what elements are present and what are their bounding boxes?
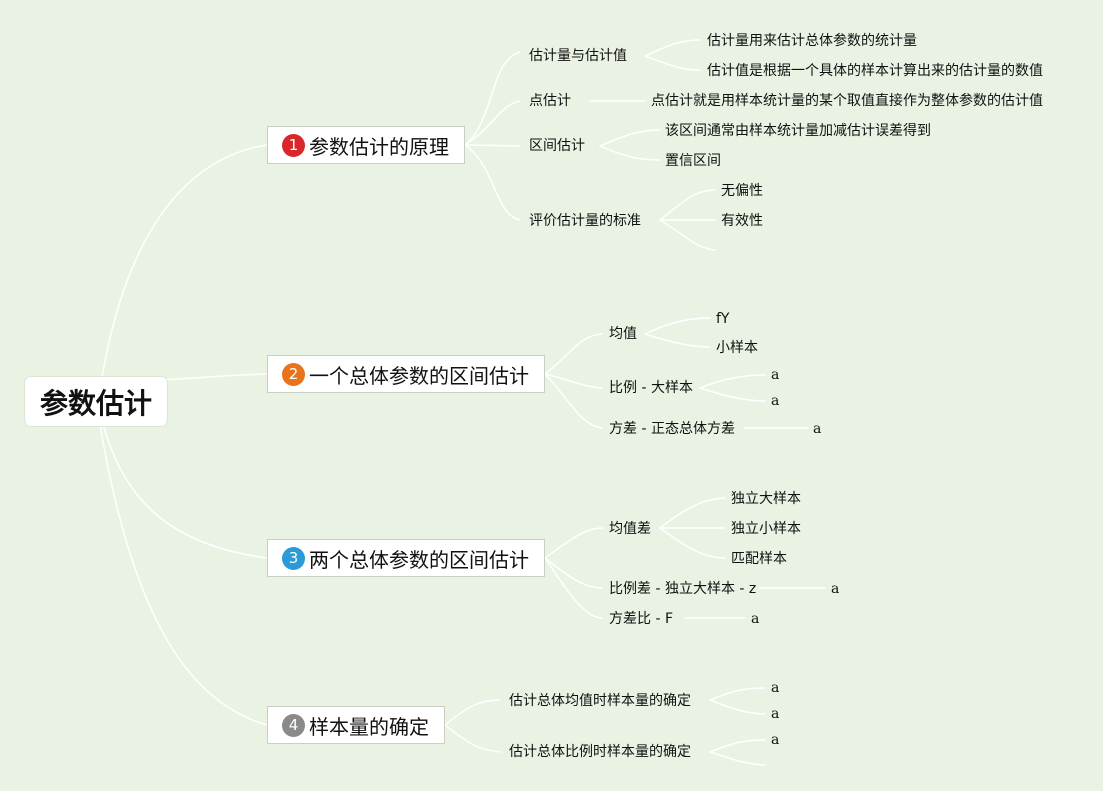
main-topic-4-label: 样本量的确定 bbox=[309, 714, 429, 739]
main-topic-2-label: 一个总体参数的区间估计 bbox=[309, 363, 529, 388]
subtopic[interactable]: 均值 bbox=[609, 326, 637, 342]
detail-topic[interactable]: 独立小样本 bbox=[731, 521, 801, 537]
detail-topic[interactable]: 无偏性 bbox=[721, 183, 763, 199]
subtopic[interactable]: 方差 - 正态总体方差 bbox=[609, 421, 735, 437]
detail-topic[interactable]: 匹配样本 bbox=[731, 551, 787, 567]
detail-topic[interactable]: a bbox=[771, 706, 780, 722]
detail-topic[interactable]: a bbox=[771, 367, 780, 383]
detail-topic[interactable]: a bbox=[771, 732, 780, 748]
detail-topic[interactable]: 置信区间 bbox=[665, 153, 721, 169]
main-topic-1[interactable]: 1 参数估计的原理 bbox=[267, 126, 465, 164]
subtopic[interactable]: 比例 - 大样本 bbox=[609, 380, 693, 396]
detail-topic[interactable]: a bbox=[771, 393, 780, 409]
number-2-badge-icon: 2 bbox=[282, 362, 305, 386]
detail-topic[interactable]: 小样本 bbox=[716, 340, 758, 356]
detail-topic[interactable]: a bbox=[813, 421, 822, 437]
detail-topic[interactable]: 估计值是根据一个具体的样本计算出来的估计量的数值 bbox=[707, 63, 1043, 79]
subtopic[interactable]: 区间估计 bbox=[529, 138, 585, 154]
main-topic-3[interactable]: 3 两个总体参数的区间估计 bbox=[267, 539, 545, 577]
detail-topic[interactable]: a bbox=[771, 680, 780, 696]
number-3-badge-icon: 3 bbox=[282, 546, 305, 570]
subtopic[interactable]: 方差比 - F bbox=[609, 611, 674, 627]
subtopic[interactable]: 评价估计量的标准 bbox=[529, 213, 641, 229]
detail-topic[interactable]: 独立大样本 bbox=[731, 491, 801, 507]
subtopic[interactable]: 点估计 bbox=[529, 93, 571, 109]
detail-topic[interactable]: 该区间通常由样本统计量加减估计误差得到 bbox=[665, 123, 931, 139]
main-topic-2[interactable]: 2 一个总体参数的区间估计 bbox=[267, 355, 545, 393]
subtopic[interactable]: 均值差 bbox=[609, 521, 651, 537]
subtopic[interactable]: 比例差 - 独立大样本 - z bbox=[609, 581, 757, 597]
subtopic[interactable]: 估计总体比例时样本量的确定 bbox=[509, 744, 691, 760]
detail-topic[interactable]: 有效性 bbox=[721, 213, 763, 229]
main-topic-3-label: 两个总体参数的区间估计 bbox=[309, 547, 529, 572]
number-4-badge-icon: 4 bbox=[282, 713, 305, 737]
detail-topic[interactable]: 估计量用来估计总体参数的统计量 bbox=[707, 33, 917, 49]
subtopic[interactable]: 估计量与估计值 bbox=[529, 48, 627, 64]
root-topic[interactable]: 参数估计 bbox=[25, 377, 167, 426]
detail-topic[interactable]: fY bbox=[716, 311, 730, 327]
detail-topic[interactable]: a bbox=[751, 611, 760, 627]
main-topic-1-label: 参数估计的原理 bbox=[309, 134, 449, 159]
subtopic[interactable]: 估计总体均值时样本量的确定 bbox=[509, 693, 691, 709]
detail-topic[interactable]: 点估计就是用样本统计量的某个取值直接作为整体参数的估计值 bbox=[651, 93, 1043, 109]
number-1-badge-icon: 1 bbox=[282, 133, 305, 157]
main-topic-4[interactable]: 4 样本量的确定 bbox=[267, 706, 445, 744]
detail-topic[interactable]: a bbox=[831, 581, 840, 597]
